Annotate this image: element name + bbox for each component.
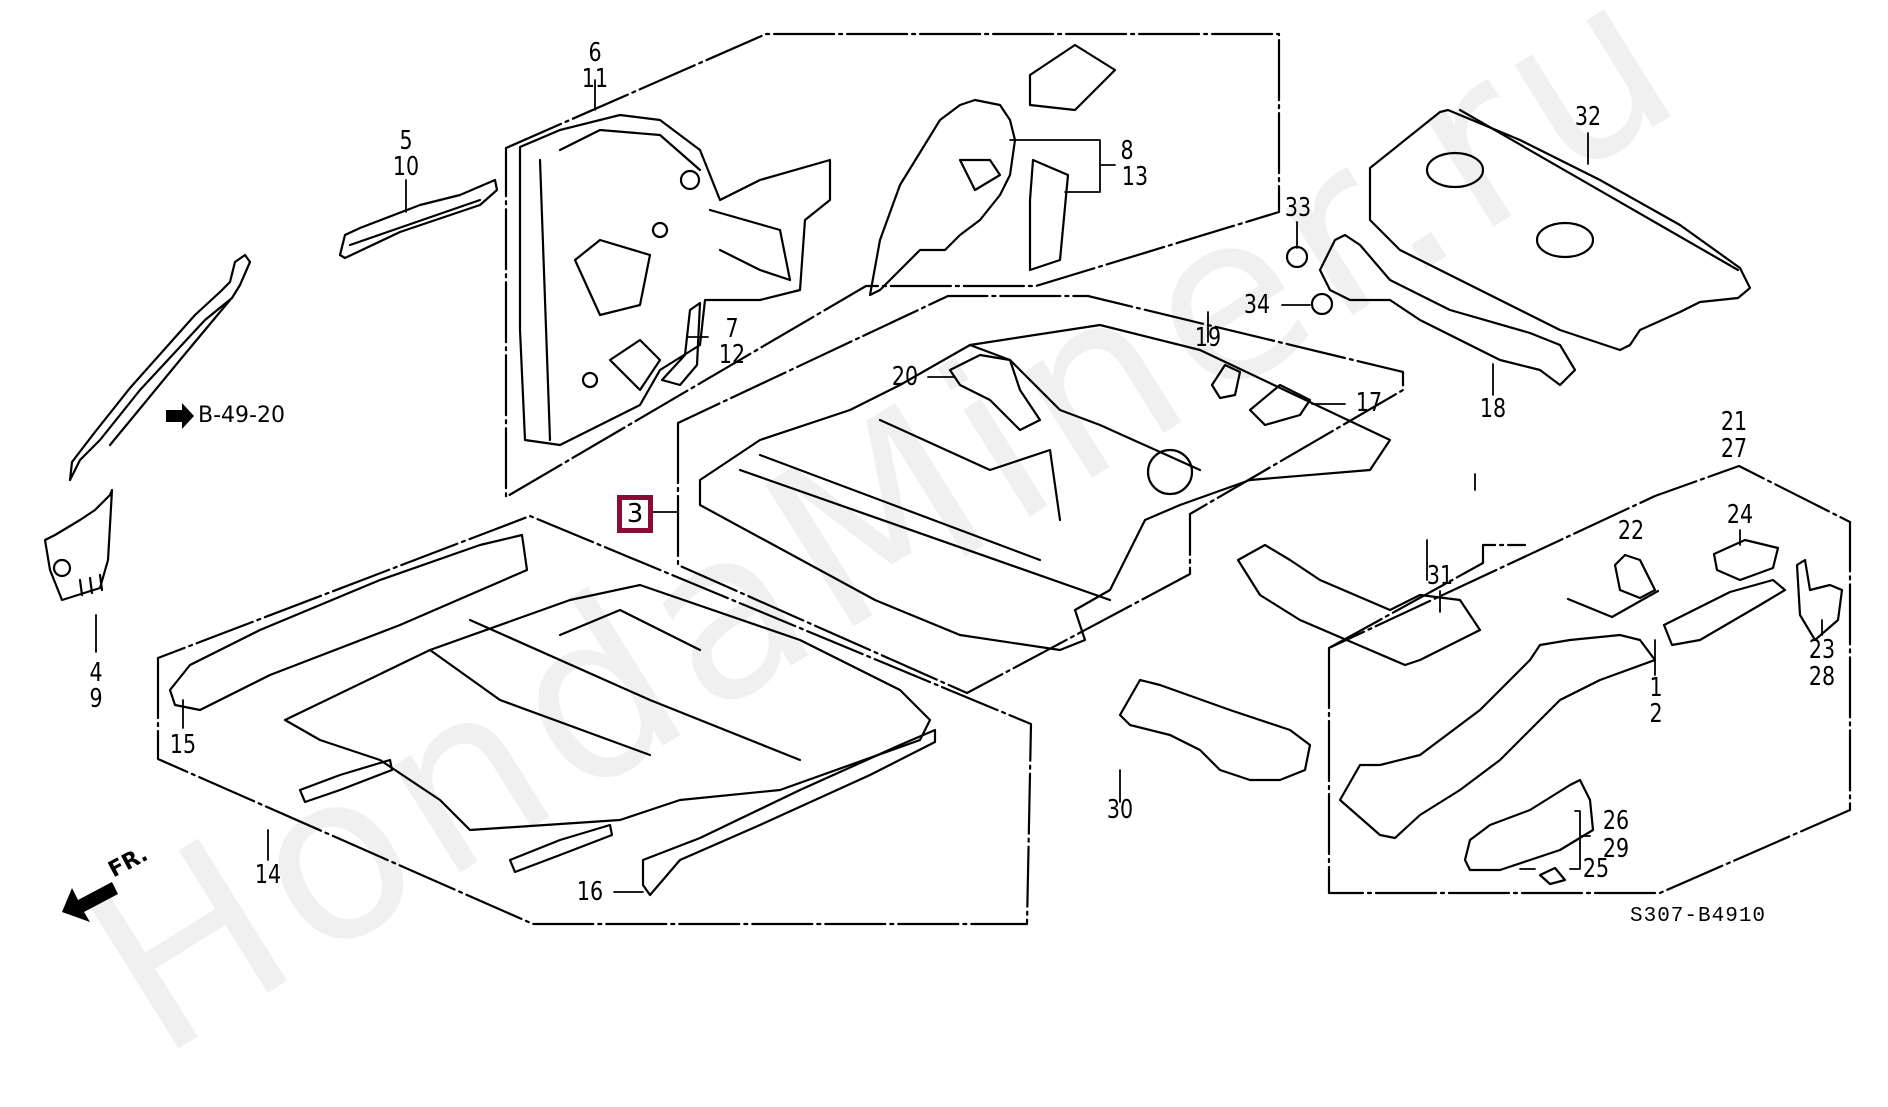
part-20 <box>948 353 1042 432</box>
callout-33[interactable]: 33 <box>1284 193 1312 223</box>
part-4-9 <box>43 488 114 602</box>
part-rail-right <box>508 823 614 874</box>
part-18-crossmember <box>1318 233 1577 387</box>
parts-diagram <box>43 32 1852 926</box>
leader-8-13 <box>1009 139 1116 193</box>
callout-4[interactable]: 4 <box>89 658 103 688</box>
diagram-code: S307-B4910 <box>1630 905 1767 928</box>
leader-26-29 <box>1569 810 1591 870</box>
part-8-13 <box>868 43 1117 297</box>
callout-20[interactable]: 20 <box>891 362 919 392</box>
part-21-27-rear-frame <box>1338 633 1657 840</box>
part-7-12 <box>660 301 702 387</box>
callout-31[interactable]: 31 <box>1426 561 1454 591</box>
callout-21[interactable]: 21 <box>1720 407 1748 437</box>
callout-18[interactable]: 18 <box>1479 394 1507 424</box>
callout-6[interactable]: 6 <box>588 38 602 68</box>
group-box-rear-frame <box>1327 464 1852 895</box>
part-14-front-floor <box>283 583 932 832</box>
part-1-2 <box>1662 578 1787 647</box>
part-25 <box>1538 866 1567 886</box>
callout-16[interactable]: 16 <box>576 877 604 907</box>
callout-34[interactable]: 34 <box>1243 290 1271 320</box>
callout-32[interactable]: 32 <box>1574 102 1602 132</box>
callout-2[interactable]: 2 <box>1649 699 1663 729</box>
part-3-rear-floor <box>698 323 1392 652</box>
callout-15[interactable]: 15 <box>169 730 197 760</box>
callout-29[interactable]: 29 <box>1602 834 1630 864</box>
callout-17[interactable]: 17 <box>1355 388 1383 418</box>
callout-24[interactable]: 24 <box>1726 500 1754 530</box>
part-19 <box>1210 363 1242 400</box>
callout-3-highlighted[interactable]: 3 <box>617 495 653 533</box>
reference-link-b-49-20[interactable]: B-49-20 <box>198 403 285 428</box>
part-15 <box>168 533 529 712</box>
part-32-rear-shelf <box>1368 108 1752 352</box>
callout-23[interactable]: 23 <box>1808 635 1836 665</box>
callout-14[interactable]: 14 <box>254 860 282 890</box>
callout-5[interactable]: 5 <box>399 126 413 156</box>
part-24 <box>1712 538 1780 582</box>
part-33-nut <box>1285 245 1309 269</box>
part-34-bolt <box>1310 292 1334 316</box>
callout-13[interactable]: 13 <box>1121 162 1149 192</box>
callout-22[interactable]: 22 <box>1617 516 1645 546</box>
part-22 <box>1613 553 1657 600</box>
group-box-front-floor <box>156 514 1033 926</box>
callout-11[interactable]: 11 <box>581 64 609 94</box>
front-arrow-icon <box>62 882 118 922</box>
reference-arrow-icon <box>166 403 194 429</box>
callout-19[interactable]: 19 <box>1194 323 1222 353</box>
part-30 <box>1118 678 1312 782</box>
part-17 <box>1248 383 1312 427</box>
callout-25[interactable]: 25 <box>1582 854 1610 884</box>
callout-27[interactable]: 27 <box>1720 434 1748 464</box>
part-pillar-strip <box>68 253 252 482</box>
part-5-10 <box>338 178 499 260</box>
part-rail-left <box>298 758 394 804</box>
part-23-28 <box>1795 558 1844 642</box>
callout-12[interactable]: 12 <box>718 340 746 370</box>
part-26-29 <box>1463 778 1595 872</box>
callout-9[interactable]: 9 <box>89 684 103 714</box>
part-31 <box>1236 543 1482 667</box>
part-16-sill <box>641 728 937 897</box>
part-22-guide <box>1566 589 1660 619</box>
group-box-inner-panel <box>504 32 1281 499</box>
callout-28[interactable]: 28 <box>1808 662 1836 692</box>
callout-10[interactable]: 10 <box>392 152 420 182</box>
callout-30[interactable]: 30 <box>1106 795 1134 825</box>
callout-8[interactable]: 8 <box>1120 136 1134 166</box>
callout-7[interactable]: 7 <box>725 314 739 344</box>
callout-1[interactable]: 1 <box>1649 673 1663 703</box>
callout-26[interactable]: 26 <box>1602 806 1630 836</box>
part-rear-inner-panel-6-11 <box>518 113 832 447</box>
group-box-rear-floor <box>676 294 1405 695</box>
